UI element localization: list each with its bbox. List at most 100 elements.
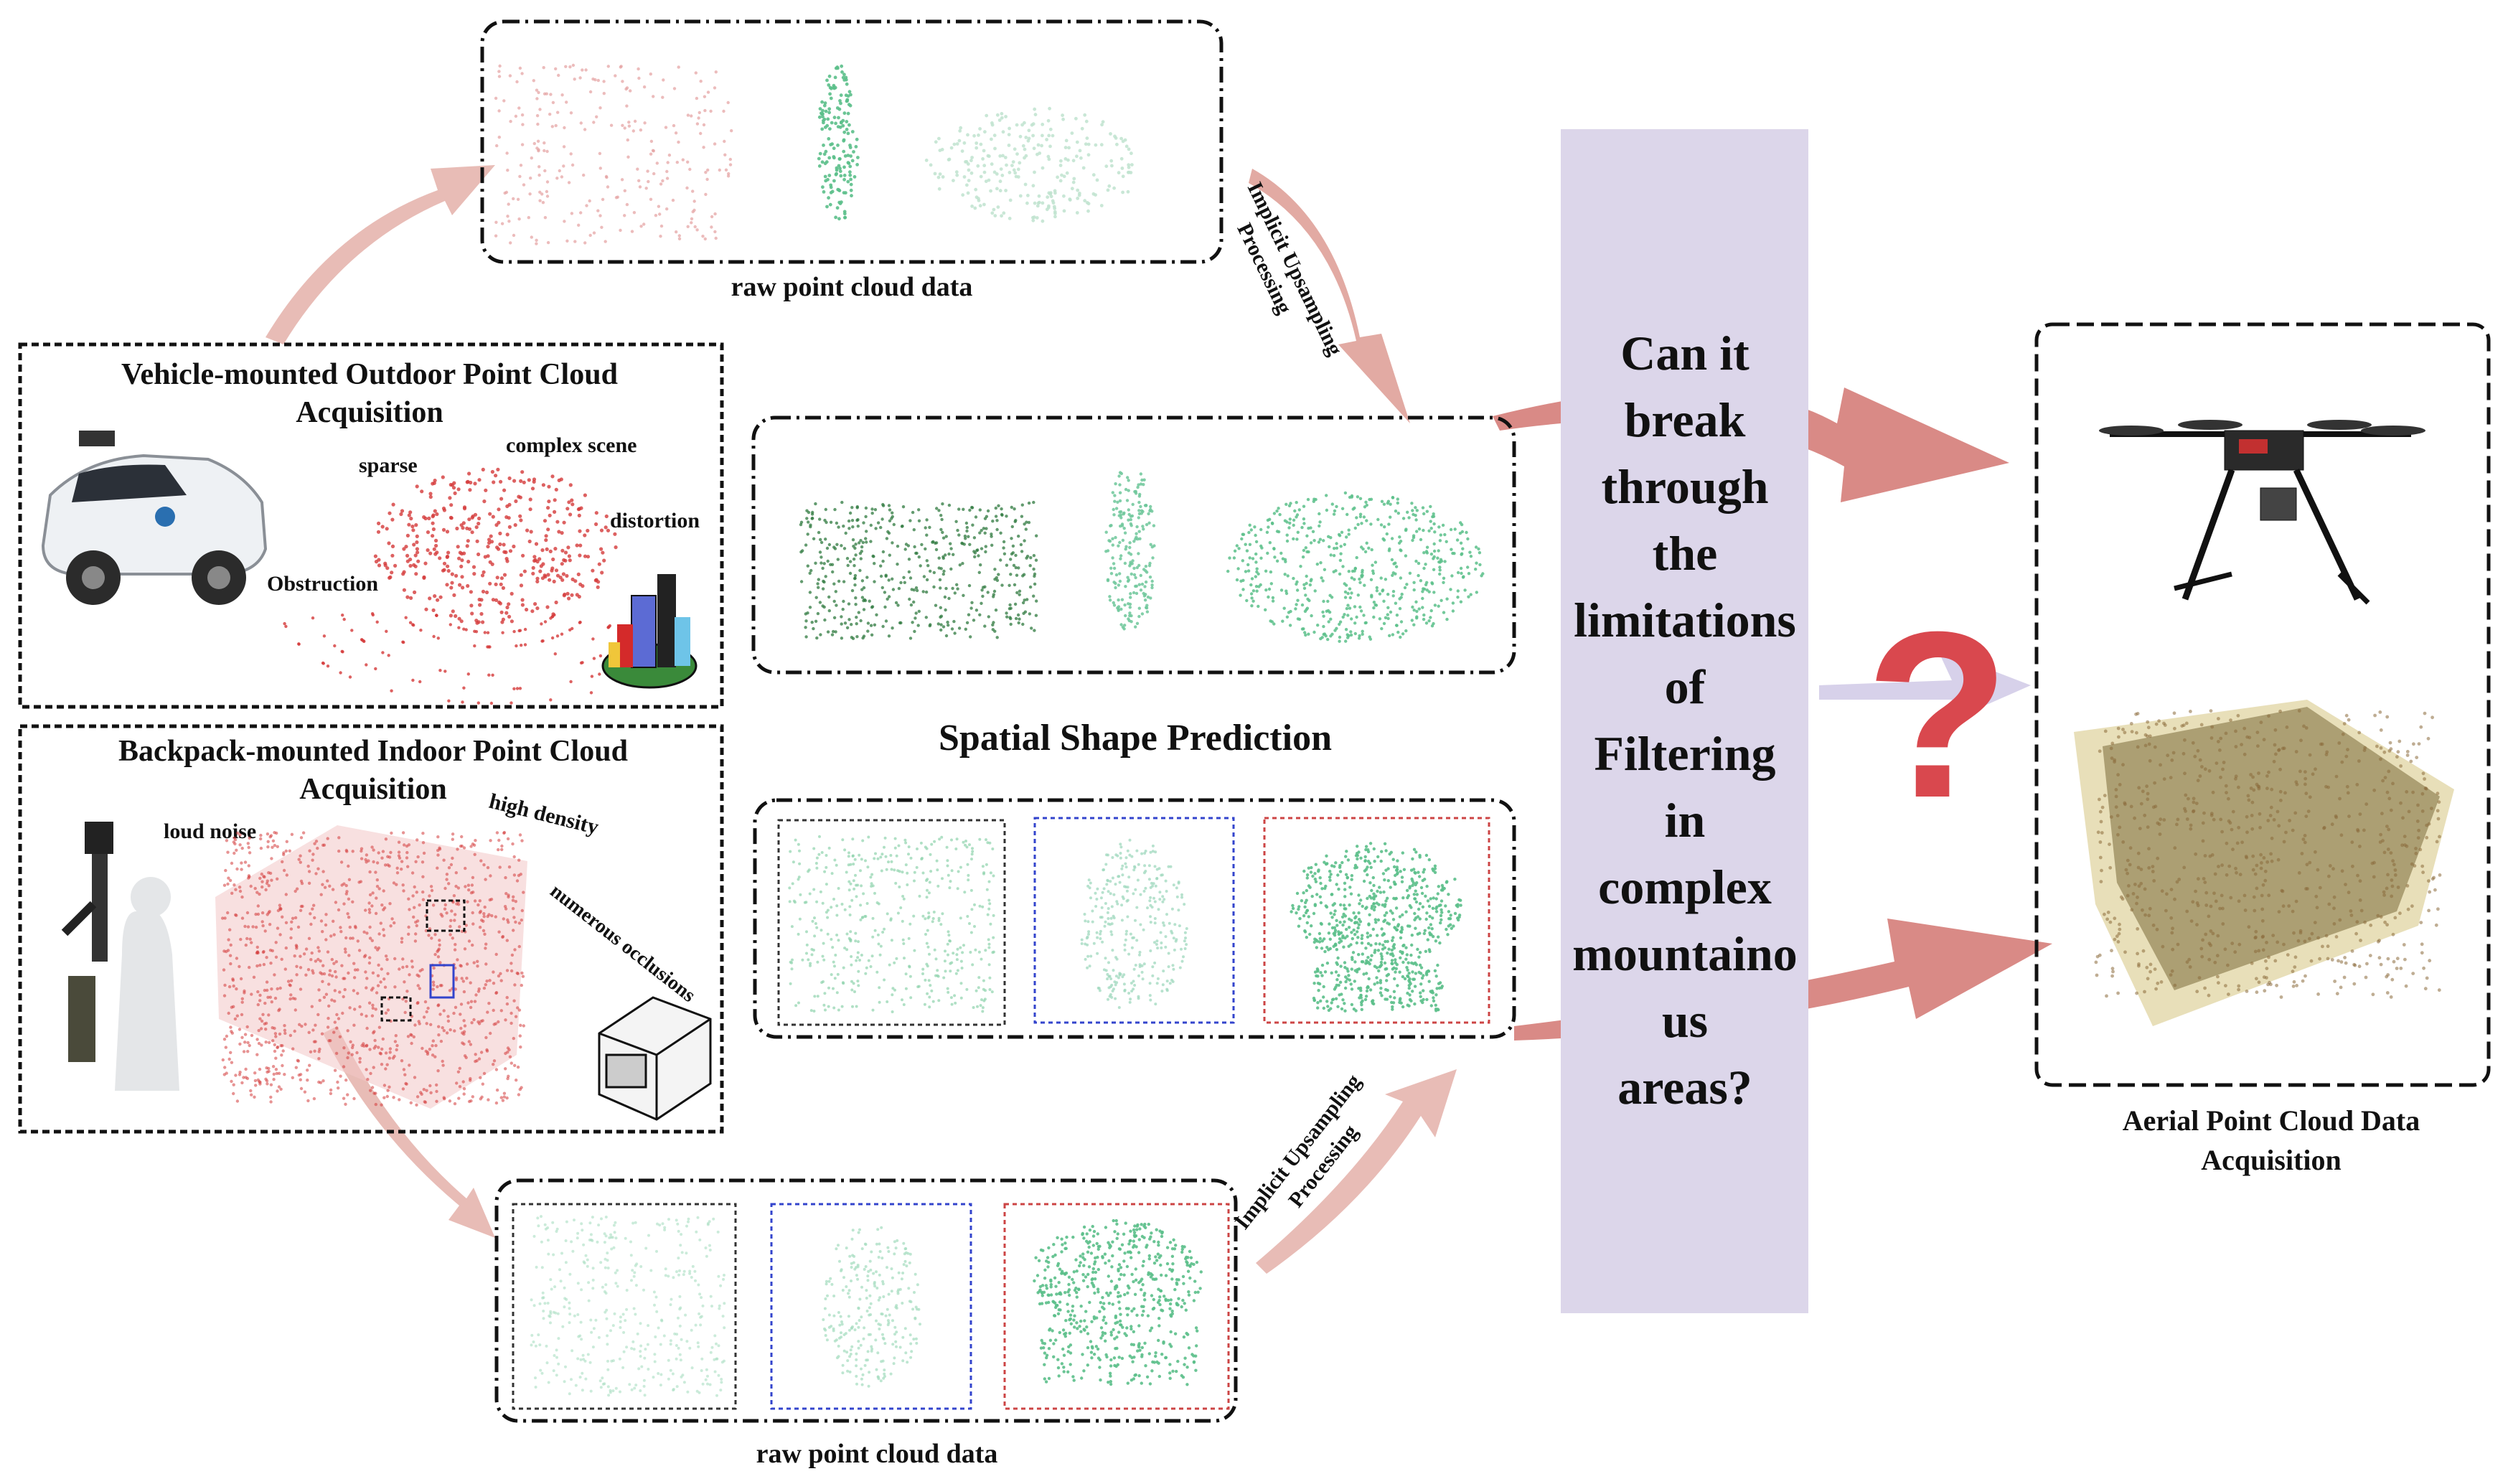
point (1089, 896, 1092, 900)
point (296, 1058, 299, 1063)
point (311, 853, 315, 856)
point (961, 193, 965, 197)
point (1119, 852, 1122, 855)
point (1119, 557, 1122, 560)
point (487, 537, 492, 542)
point (1128, 602, 1132, 606)
point (886, 1000, 889, 1003)
point (819, 555, 823, 559)
point (1149, 543, 1152, 546)
point (1406, 924, 1410, 928)
point (302, 952, 306, 956)
point (675, 161, 679, 164)
point (1048, 106, 1051, 111)
point (1058, 164, 1063, 167)
point (415, 838, 419, 842)
point (293, 916, 298, 920)
point (1330, 596, 1334, 599)
point (334, 901, 338, 904)
point (405, 990, 409, 993)
point (230, 861, 234, 865)
point (454, 871, 458, 875)
point (649, 152, 653, 156)
point (532, 555, 537, 559)
point (978, 127, 982, 131)
point (974, 515, 978, 519)
point (659, 182, 663, 186)
point (1004, 115, 1008, 118)
point (330, 998, 334, 1002)
point (1421, 596, 1424, 601)
point (1396, 501, 1400, 505)
point (1129, 151, 1133, 156)
point (1439, 921, 1442, 925)
point (276, 1089, 279, 1093)
point (1422, 974, 1425, 977)
point (1266, 518, 1270, 522)
point (962, 593, 965, 597)
point (949, 567, 953, 571)
point (1145, 522, 1149, 527)
point (1414, 850, 1418, 854)
point (815, 900, 819, 903)
point (1414, 871, 1417, 875)
point (814, 502, 817, 506)
point (400, 509, 405, 513)
point (840, 903, 844, 906)
point (253, 886, 257, 891)
point (362, 1044, 366, 1048)
point (244, 1076, 248, 1079)
point (809, 964, 812, 967)
point (1059, 159, 1063, 163)
point (1326, 599, 1330, 604)
point (903, 838, 907, 842)
point (431, 1053, 435, 1057)
point (1122, 527, 1126, 530)
highlight-box-blue (429, 964, 455, 999)
point (598, 672, 601, 676)
point (1430, 927, 1434, 931)
point (513, 948, 517, 952)
point (1356, 936, 1360, 939)
point (1148, 982, 1152, 985)
point (414, 932, 418, 936)
point (415, 891, 418, 894)
point (830, 121, 834, 125)
point (1477, 547, 1480, 551)
point (1048, 127, 1053, 131)
point (1383, 946, 1387, 949)
point (385, 957, 389, 962)
point (464, 866, 467, 870)
point (850, 980, 853, 983)
point (1033, 629, 1036, 632)
point (891, 626, 894, 630)
point (226, 850, 230, 854)
point (600, 570, 604, 575)
point (1371, 875, 1376, 880)
point (1236, 567, 1240, 570)
point (961, 562, 964, 565)
point (888, 553, 892, 557)
point (463, 947, 467, 951)
point (1362, 879, 1366, 883)
point (478, 926, 482, 929)
point (1100, 906, 1104, 909)
point (1121, 873, 1124, 877)
point (959, 959, 963, 963)
point (952, 142, 957, 146)
point (263, 1022, 266, 1026)
point (469, 1000, 474, 1003)
point (913, 879, 916, 883)
point (970, 205, 974, 208)
point (433, 552, 438, 556)
point (1128, 1000, 1132, 1004)
point (1401, 517, 1406, 520)
point (1353, 566, 1358, 570)
point (972, 550, 976, 553)
sub-box-red (1263, 817, 1490, 1024)
point (1110, 933, 1114, 936)
point (1164, 879, 1168, 883)
point (1316, 624, 1320, 627)
point (842, 149, 846, 154)
point (860, 588, 864, 591)
